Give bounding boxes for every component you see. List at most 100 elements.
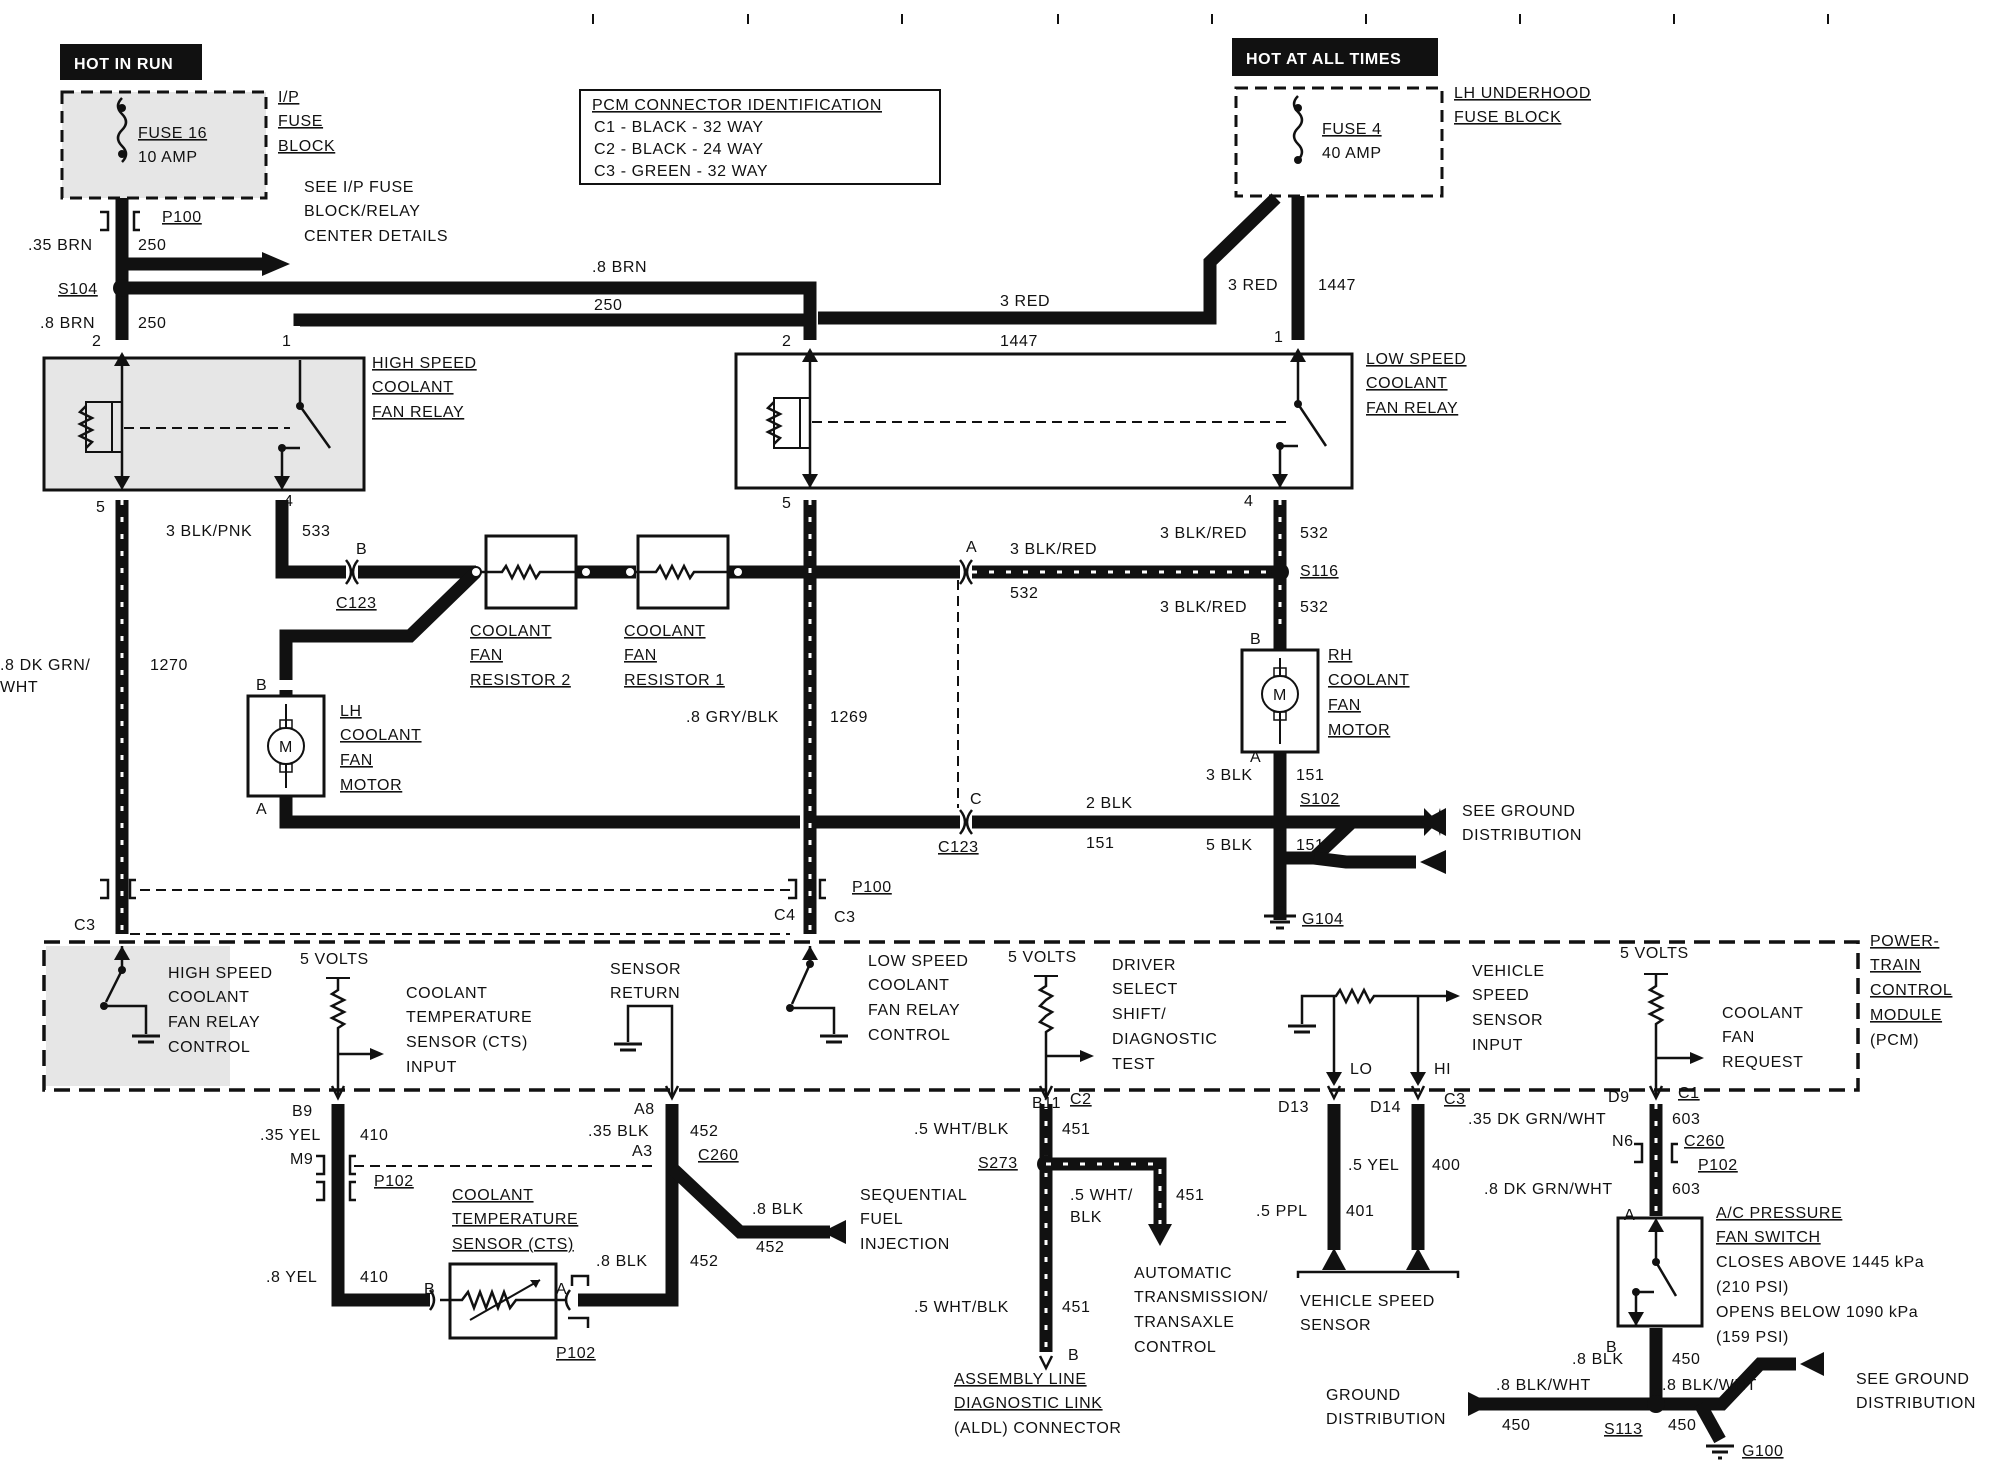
svg-text:COOLANT: COOLANT bbox=[1722, 1005, 1804, 1022]
svg-text:.5 YEL: .5 YEL bbox=[1348, 1157, 1399, 1174]
ground-wires-151 bbox=[814, 808, 1446, 930]
svg-text:C3: C3 bbox=[1444, 1091, 1466, 1108]
svg-text:A: A bbox=[1624, 1207, 1635, 1224]
p100-top-connector bbox=[100, 210, 140, 232]
svg-text:(210 PSI): (210 PSI) bbox=[1716, 1279, 1789, 1296]
svg-text:FAN: FAN bbox=[624, 647, 657, 664]
svg-text:3 RED: 3 RED bbox=[1000, 293, 1050, 310]
svg-text:3 BLK/RED: 3 BLK/RED bbox=[1160, 599, 1247, 616]
svg-text:LO: LO bbox=[1350, 1061, 1373, 1078]
svg-text:SEE GROUND: SEE GROUND bbox=[1462, 803, 1576, 820]
ac-pressure-fan-switch: A/C PRESSURE FAN SWITCH CLOSES ABOVE 144… bbox=[1616, 1205, 1924, 1346]
svg-text:450: 450 bbox=[1672, 1351, 1701, 1368]
svg-text:.8 DK GRN/WHT: .8 DK GRN/WHT bbox=[1484, 1181, 1613, 1198]
svg-text:S116: S116 bbox=[1300, 563, 1339, 580]
c123-connector-b bbox=[345, 559, 359, 585]
svg-text:.5 WHT/: .5 WHT/ bbox=[1070, 1187, 1133, 1204]
svg-text:C123: C123 bbox=[336, 595, 377, 612]
svg-text:RH: RH bbox=[1328, 647, 1352, 664]
svg-text:REQUEST: REQUEST bbox=[1722, 1054, 1804, 1071]
fuse-16-block: FUSE 16 10 AMP I/P FUSE BLOCK bbox=[60, 89, 335, 200]
svg-text:FUSE: FUSE bbox=[278, 113, 323, 130]
svg-text:COOLANT: COOLANT bbox=[340, 727, 422, 744]
svg-text:S113: S113 bbox=[1604, 1421, 1643, 1438]
svg-text:C260: C260 bbox=[1684, 1133, 1725, 1150]
svg-text:SEQUENTIAL: SEQUENTIAL bbox=[860, 1187, 967, 1204]
svg-text:.8 YEL: .8 YEL bbox=[266, 1269, 317, 1286]
svg-text:M: M bbox=[279, 739, 293, 756]
svg-text:D9: D9 bbox=[1608, 1089, 1630, 1106]
svg-text:.8 BLK/WHT: .8 BLK/WHT bbox=[1662, 1377, 1757, 1394]
svg-text:40 AMP: 40 AMP bbox=[1322, 145, 1382, 162]
svg-text:C4: C4 bbox=[774, 907, 796, 924]
svg-text:COOLANT: COOLANT bbox=[470, 623, 552, 640]
pcm-connector-id-box: PCM CONNECTOR IDENTIFICATION C1 - BLACK … bbox=[579, 89, 941, 185]
svg-text:S102: S102 bbox=[1300, 791, 1340, 808]
svg-text:250: 250 bbox=[138, 237, 167, 254]
svg-text:C1: C1 bbox=[1678, 1085, 1700, 1102]
hot-at-all-times-header: HOT AT ALL TIMES bbox=[1232, 38, 1438, 76]
svg-text:1: 1 bbox=[1274, 329, 1284, 346]
pcm-fan-request: 5 VOLTS COOLANT FAN REQUEST bbox=[1620, 945, 1804, 1096]
svg-text:B: B bbox=[424, 1281, 435, 1298]
svg-text:FUSE 16: FUSE 16 bbox=[138, 125, 207, 142]
svg-text:A8: A8 bbox=[634, 1101, 655, 1118]
svg-text:FAN: FAN bbox=[470, 647, 503, 664]
svg-text:FAN: FAN bbox=[1328, 697, 1361, 714]
power-wires-top bbox=[113, 193, 1305, 340]
svg-text:WHT: WHT bbox=[0, 679, 38, 696]
lh-coolant-fan-motor: M B A LH COOLANT FAN MOTOR bbox=[246, 677, 800, 829]
svg-text:5: 5 bbox=[782, 495, 792, 512]
svg-text:B: B bbox=[1606, 1339, 1617, 1356]
svg-text:5 VOLTS: 5 VOLTS bbox=[1620, 945, 1689, 962]
pcm-module: POWER- TRAIN CONTROL MODULE (PCM) bbox=[42, 933, 1952, 1092]
svg-text:151: 151 bbox=[1296, 767, 1325, 784]
svg-text:I/P: I/P bbox=[278, 89, 299, 106]
pcm-low-speed-control: LOW SPEED COOLANT FAN RELAY CONTROL bbox=[786, 946, 968, 1044]
svg-text:MODULE: MODULE bbox=[1870, 1007, 1942, 1024]
svg-text:RETURN: RETURN bbox=[610, 985, 680, 1002]
svg-text:450: 450 bbox=[1668, 1417, 1697, 1434]
svg-text:452: 452 bbox=[690, 1123, 719, 1140]
svg-text:G100: G100 bbox=[1742, 1443, 1784, 1460]
svg-text:TEMPERATURE: TEMPERATURE bbox=[406, 1009, 532, 1026]
svg-text:5 BLK: 5 BLK bbox=[1206, 837, 1253, 854]
svg-text:.8 BLK: .8 BLK bbox=[752, 1201, 804, 1218]
ac-pressure-circuit bbox=[1468, 1085, 1824, 1460]
pcm-driver-select: 5 VOLTS DRIVER SELECT SHIFT/ DIAGNOSTIC … bbox=[1008, 949, 1218, 1096]
svg-text:DRIVER: DRIVER bbox=[1112, 957, 1176, 974]
svg-text:451: 451 bbox=[1062, 1299, 1091, 1316]
svg-text:HI: HI bbox=[1434, 1061, 1451, 1078]
svg-text:CONTROL: CONTROL bbox=[868, 1027, 950, 1044]
svg-text:FUSE BLOCK: FUSE BLOCK bbox=[1454, 109, 1561, 126]
svg-text:FAN: FAN bbox=[340, 752, 373, 769]
svg-text:CONTROL: CONTROL bbox=[1134, 1339, 1216, 1356]
svg-text:P100: P100 bbox=[162, 209, 202, 226]
svg-text:TEST: TEST bbox=[1112, 1056, 1155, 1073]
svg-text:.35 YEL: .35 YEL bbox=[260, 1127, 321, 1144]
svg-text:C1 - BLACK - 32 WAY: C1 - BLACK - 32 WAY bbox=[594, 119, 764, 136]
high-speed-relay: HIGH SPEED COOLANT FAN RELAY bbox=[42, 352, 476, 492]
svg-text:SHIFT/: SHIFT/ bbox=[1112, 1006, 1166, 1023]
svg-text:2 BLK: 2 BLK bbox=[1086, 795, 1133, 812]
svg-text:A: A bbox=[1250, 749, 1261, 766]
svg-text:INJECTION: INJECTION bbox=[860, 1236, 950, 1253]
svg-text:C: C bbox=[970, 791, 982, 808]
svg-text:A/C PRESSURE: A/C PRESSURE bbox=[1716, 1205, 1842, 1222]
svg-text:A: A bbox=[256, 801, 267, 818]
svg-text:B: B bbox=[1250, 631, 1261, 648]
top-tick-marks bbox=[592, 14, 1829, 24]
svg-text:LOW SPEED: LOW SPEED bbox=[1366, 351, 1467, 368]
svg-text:DISTRIBUTION: DISTRIBUTION bbox=[1326, 1411, 1446, 1428]
svg-text:P100: P100 bbox=[852, 879, 892, 896]
svg-text:CLOSES ABOVE 1445 kPa: CLOSES ABOVE 1445 kPa bbox=[1716, 1254, 1924, 1271]
svg-text:HOT AT ALL TIMES: HOT AT ALL TIMES bbox=[1246, 51, 1401, 68]
svg-text:(PCM): (PCM) bbox=[1870, 1032, 1919, 1049]
svg-text:DIAGNOSTIC: DIAGNOSTIC bbox=[1112, 1031, 1218, 1048]
svg-text:B9: B9 bbox=[292, 1103, 313, 1120]
vss-circuit: D13 D14 C3 .5 YEL 400 .5 PPL 401 VEHICLE… bbox=[1256, 1085, 1466, 1334]
svg-text:PCM CONNECTOR IDENTIFICATION: PCM CONNECTOR IDENTIFICATION bbox=[592, 97, 882, 114]
svg-text:S273: S273 bbox=[978, 1155, 1018, 1172]
svg-text:3 BLK: 3 BLK bbox=[1206, 767, 1253, 784]
